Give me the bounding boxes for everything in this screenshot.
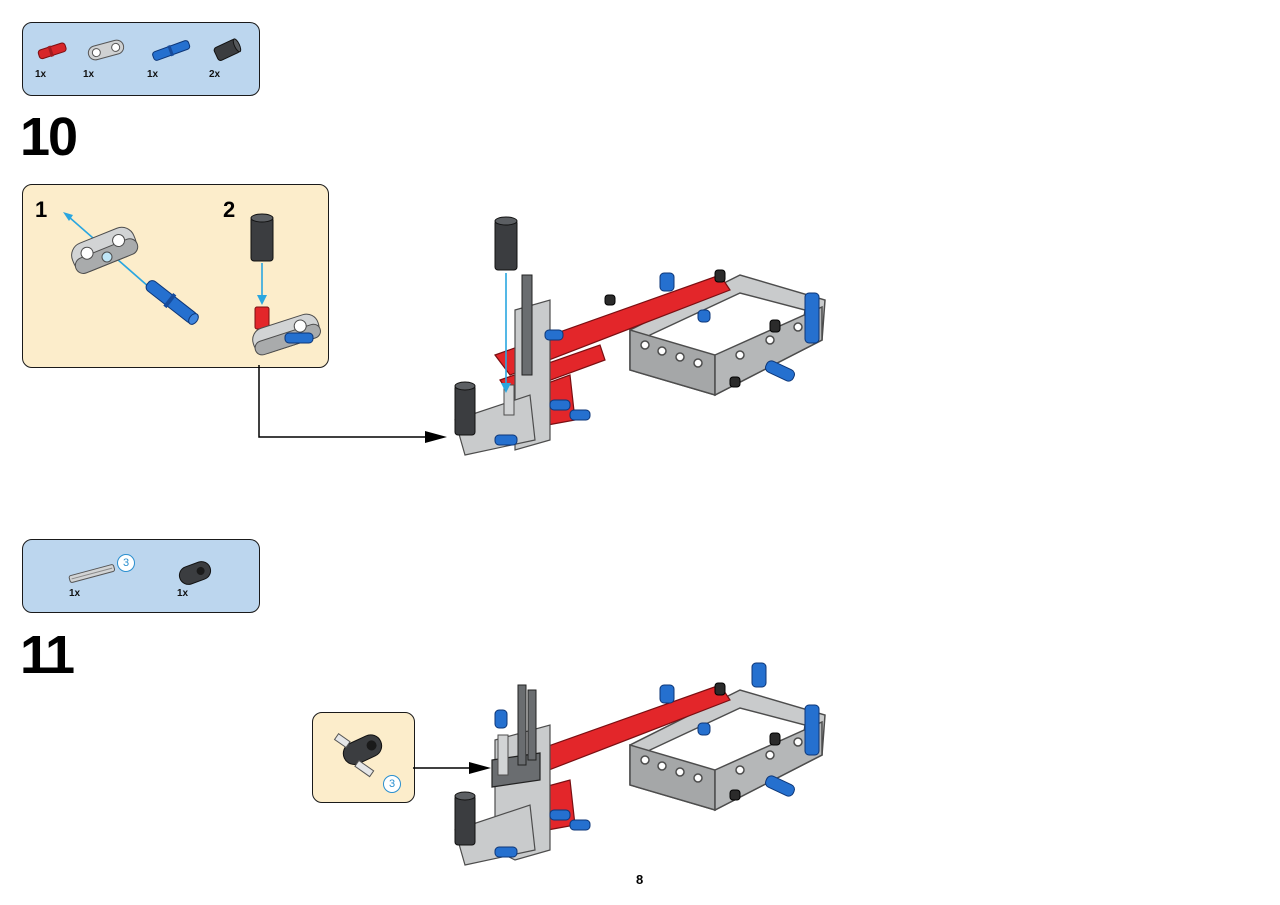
step-11-model-illustration [454, 662, 826, 866]
step-11-number: 11 [20, 625, 75, 685]
part-qty: 1x [147, 69, 159, 80]
step-10-subassembly-box: 1 2 [22, 184, 329, 368]
step-10-model-illustration [454, 216, 826, 456]
callout-arrow [413, 762, 491, 774]
blue-axle-pin-icon [152, 40, 191, 61]
substep-1-illustration [63, 212, 199, 325]
substep-number: 2 [223, 197, 236, 222]
dark-gray-bushing-icon [213, 38, 242, 61]
length-badge: 3 [117, 554, 135, 572]
part-qty: 1x [177, 588, 189, 599]
part-qty: 1x [35, 69, 47, 80]
axle-connector-illustration [333, 733, 383, 778]
step-11-callout-box: 3 [312, 712, 415, 803]
red-axle-pin-icon [37, 42, 67, 60]
substep-number: 1 [35, 197, 48, 222]
length-badge: 3 [383, 775, 401, 793]
step-11-parts-list: 3 1x 1x [22, 539, 260, 613]
callout-arrow [258, 365, 447, 443]
part-qty: 1x [83, 69, 95, 80]
step-10-parts-list: 1x 1x 1x 2x [22, 22, 260, 96]
step-10-number: 10 [20, 107, 78, 167]
part-qty: 2x [209, 69, 221, 80]
page-number: 8 [636, 872, 644, 887]
part-qty: 1x [69, 588, 81, 599]
dark-gray-connector-icon [178, 561, 212, 585]
light-gray-double-connector-icon [87, 39, 125, 61]
light-gray-axle-icon [68, 564, 116, 583]
substep-2-illustration [250, 213, 321, 356]
